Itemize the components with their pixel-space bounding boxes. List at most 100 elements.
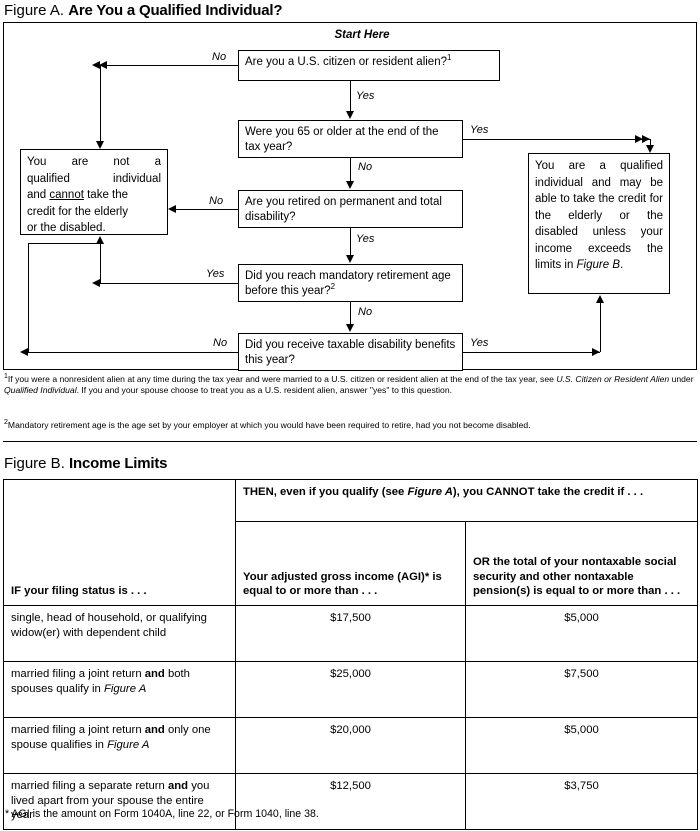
decision-box-mandatory-age: Did you reach mandatory retirement age b… [238,264,463,302]
row-0-status-pre: single, head of household, or qualifying… [11,612,207,639]
figure-a-heading: Are You a Qualified Individual? [68,2,283,19]
branch-label-q2-yes: Yes [470,124,489,136]
connector-q1-no-vertical [100,65,101,143]
connector-q4-yes-vertical [100,243,101,283]
footnote-2-part1: Mandatory retirement age is the age set … [7,420,531,430]
row-2-agi: $20,000 [235,717,466,774]
table-header-nontaxable: OR the total of your nontaxable social s… [465,521,698,606]
connector-q1-yes-vertical [350,81,351,112]
row-2-status-pre: married filing a joint return [11,724,145,736]
connector-q1-no-horizontal [100,65,238,66]
qualified-figure-b-ref: Figure B [576,259,620,271]
connector-q5-yes-horizontal [463,352,600,353]
figure-b-footnote: * AGI is the amount on Form 1040A, line … [5,808,319,820]
row-1-status-italic: Figure A [103,682,147,695]
branch-label-q4-yes: Yes [206,268,225,280]
outcome-box-not-qualified: You are not a qualified individual and c… [20,149,168,235]
row-2-status-mid: only one spouse qualifies in [11,724,211,751]
connector-q4-yes-horizontal [100,283,238,284]
table-row: single, head of household, or qualifying… [3,605,698,662]
not-qualified-line-4: credit for the elderly [27,205,128,218]
then-pre: THEN, even if you qualify (see [243,486,408,498]
table-row: married filing a joint return and only o… [3,717,698,774]
not-qualified-take: take the [83,189,129,201]
not-qualified-line-3: and cannot take the [27,187,161,204]
branch-label-q5-no: No [213,337,228,349]
arrowhead-q4-no-down [345,324,354,332]
arrowhead-q2-yes-right-2 [635,134,643,143]
not-qualified-cannot: cannot [49,189,84,201]
decision-box-age-text: Were you 65 or older at the end of the t… [245,126,439,153]
row-3-nontaxable: $3,750 [465,773,698,830]
arrowhead-q5-no-left [20,347,28,356]
connector-q3-yes-vertical [350,228,351,256]
footnote-1-part2: under [669,374,694,384]
branch-label-q4-no: No [358,306,373,318]
footnote-marker-1: 1 [447,53,452,63]
footnote-1-italic2: Qualified Individual [4,385,77,396]
footnote-1-part1: If you were a nonresident alien at any t… [7,374,557,384]
arrowhead-q1-yes-down [345,111,354,119]
footnote-marker-2: 2 [330,282,336,292]
footnote-2-mark: 2 [4,419,8,427]
decision-box-retired-text: Are you retired on permanent and total d… [245,196,442,223]
connector-q5-yes-vertical [600,302,601,352]
table-header-row-cols: Your adjusted gross income (AGI)* is equ… [4,521,698,606]
row-0-nontaxable: $5,000 [465,605,698,662]
figure-b-label: Figure B. [4,455,65,472]
table-header-then-span: THEN, even if you qualify (see Figure A)… [235,479,698,522]
row-3-agi: $12,500 [235,773,466,830]
row-3-status-mid: you lived apart from your spouse the ent… [11,780,210,822]
footnote-1: 1If you were a nonresident alien at any … [4,373,694,397]
branch-label-q3-no: No [209,195,224,207]
decision-box-mandatory-age-text: Did you reach mandatory retirement age b… [245,270,451,297]
branch-label-q1-no: No [212,51,227,63]
connector-q4-no-vertical [350,302,351,325]
footnote-2: 2Mandatory retirement age is the age set… [4,419,694,431]
row-0-agi: $17,500 [235,605,466,662]
connector-q3-no-horizontal [176,209,238,210]
row-1-nontaxable: $7,500 [465,661,698,718]
row-3-status-bold: and [167,780,189,792]
row-2-status-italic: Figure A [107,738,150,751]
decision-box-retired: Are you retired on permanent and total d… [238,190,463,228]
arrowhead-q3-yes-down [345,255,354,263]
arrowhead-q2-yes-down [645,145,654,153]
figure-a-title: Figure A. Are You a Qualified Individual… [4,2,283,20]
not-qualified-and: and [27,189,50,201]
row-1-agi: $25,000 [235,661,466,718]
row-2-status: married filing a joint return and only o… [3,717,236,774]
arrowhead-q4-yes-left [92,278,100,287]
income-limits-table: IF your filing status is . . . THEN, eve… [3,479,698,830]
arrowhead-q1-no-down [95,141,104,149]
branch-label-q1-yes: Yes [356,90,375,102]
row-1-status: married filing a joint return and both s… [3,661,236,718]
decision-box-citizen-text: Are you a U.S. citizen or resident alien… [245,56,447,68]
row-3-status: married filing a separate return and you… [3,773,236,830]
then-post: ), you CANNOT take the credit if . . . [452,486,644,498]
section-divider [3,441,697,442]
row-1-status-mid: both spouses qualify in [11,668,190,695]
start-here-caption: Start Here [334,29,390,41]
qualified-period: . [620,259,624,271]
arrowhead-q1-no-left-2 [99,60,107,69]
table-header-row-span: IF your filing status is . . . THEN, eve… [3,479,698,606]
row-2-nontaxable: $5,000 [465,717,698,774]
figure-a-label: Figure A. [4,2,65,19]
branch-label-q3-yes: Yes [356,233,375,245]
decision-box-age: Were you 65 or older at the end of the t… [238,120,463,158]
connector-q2-yes-vertical [650,139,651,147]
arrowhead-q1-no-left [92,60,100,69]
decision-box-citizen: Are you a U.S. citizen or resident alien… [238,50,500,81]
outcome-box-qualified: You are a qualified individual and may b… [528,153,670,294]
arrowhead-q2-yes-right [642,134,650,143]
connector-q5-no-vertical [28,243,29,352]
table-header-agi: Your adjusted gross income (AGI)* is equ… [235,521,466,606]
row-1-status-pre: married filing a joint return [11,668,145,680]
table-header-filing-status-text: IF your filing status is . . . [11,585,147,598]
footnote-1-italic1: U.S. Citizen or Resident Alien [556,374,670,384]
not-qualified-line-1: You are not a [27,156,161,168]
arrowhead-q3-no-left [168,204,176,213]
branch-label-q2-no: No [358,161,373,173]
